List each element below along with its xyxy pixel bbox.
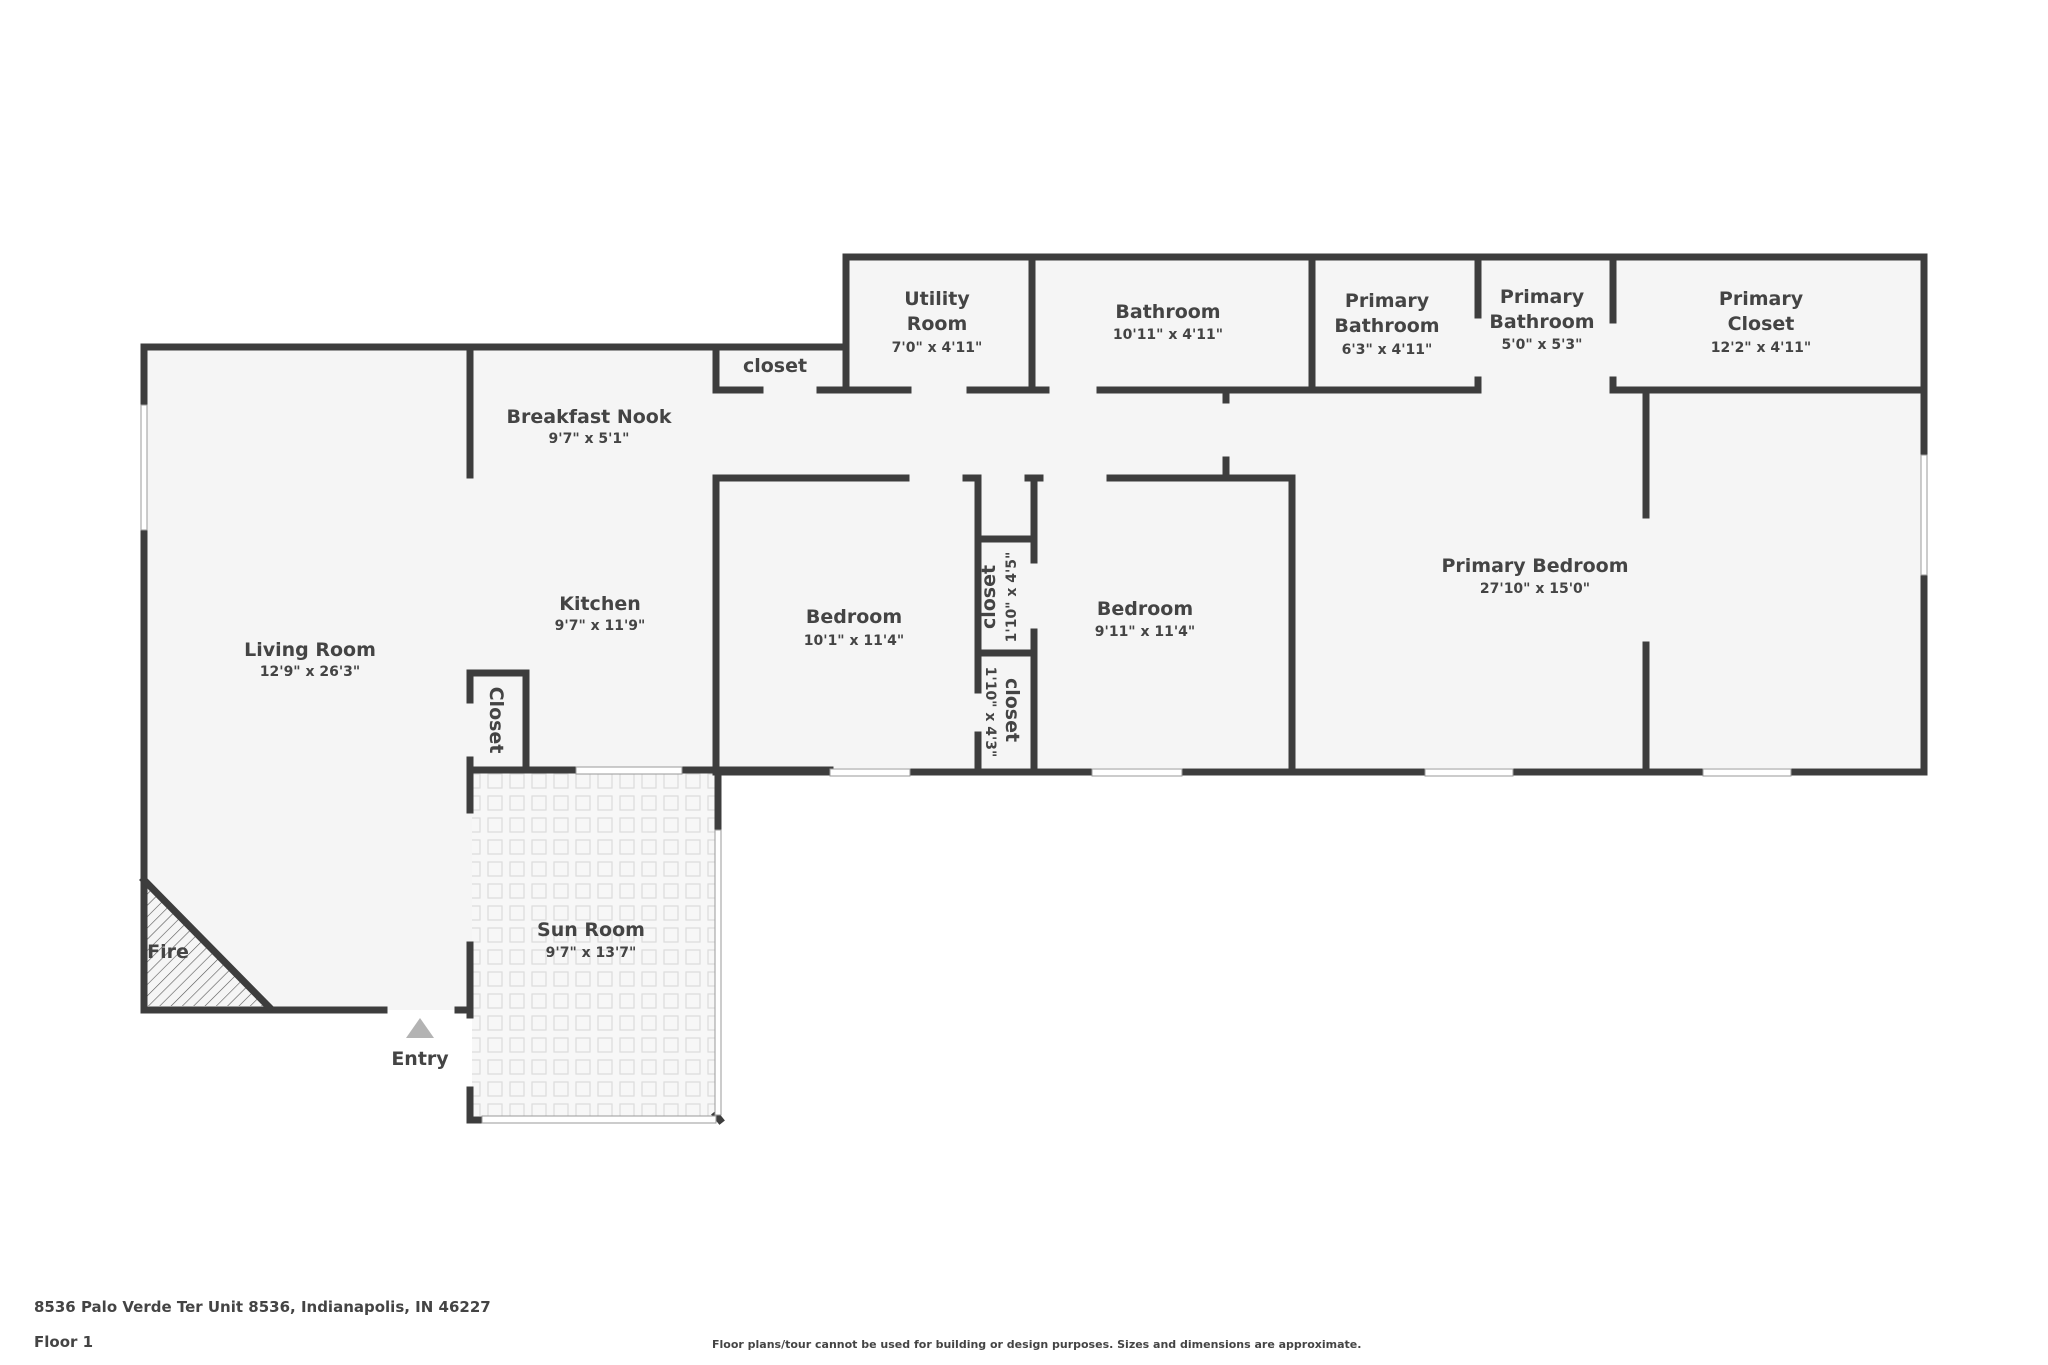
- closet-lower-dim: 1'10" x 4'3": [982, 667, 998, 758]
- bedroom-1-dim: 10'1" x 11'4": [804, 633, 904, 649]
- primary-bedroom-label: Primary Bedroom: [1441, 555, 1628, 577]
- window: [1091, 768, 1183, 777]
- utility-room-label-1: Utility: [904, 288, 970, 310]
- primary-bathroom-2-dim: 5'0" x 5'3": [1502, 337, 1583, 353]
- room-labels: Living Room 12'9" x 26'3" Breakfast Nook…: [147, 286, 1811, 1070]
- window: [1920, 454, 1928, 576]
- window: [140, 404, 148, 531]
- entry-label: Entry: [391, 1048, 449, 1070]
- kitchen-label: Kitchen: [559, 593, 641, 615]
- closet-upper-label: closet: [978, 565, 1000, 629]
- breakfast-nook-dim: 9'7" x 5'1": [549, 431, 630, 447]
- window: [714, 829, 722, 1116]
- primary-bathroom-1-label-1: Primary: [1345, 290, 1430, 312]
- fireplace-label: Fire: [147, 941, 189, 963]
- windows: [140, 404, 1928, 1124]
- window: [1424, 768, 1514, 777]
- primary-closet-dim: 12'2" x 4'11": [1711, 340, 1811, 356]
- top-closet-label: closet: [743, 355, 807, 377]
- primary-bathroom-1-dim: 6'3" x 4'11": [1342, 342, 1433, 358]
- bathroom-dim: 10'11" x 4'11": [1113, 327, 1223, 343]
- floor-label: Floor 1: [34, 1333, 94, 1351]
- sun-room-tile-floor: [472, 772, 716, 1116]
- utility-room-dim: 7'0" x 4'11": [892, 340, 983, 356]
- bedroom-1-label: Bedroom: [806, 606, 902, 628]
- floor-areas: [144, 258, 1924, 1116]
- breakfast-nook-label: Breakfast Nook: [507, 406, 672, 428]
- sun-room-label: Sun Room: [537, 919, 645, 941]
- kitchen-closet-label: Closet: [485, 687, 507, 754]
- living-room-label: Living Room: [244, 639, 376, 661]
- bathroom-label: Bathroom: [1115, 301, 1220, 323]
- primary-bathroom-1-label-2: Bathroom: [1334, 315, 1439, 337]
- primary-bedroom-dim: 27'10" x 15'0": [1480, 581, 1590, 597]
- closet-upper-dim: 1'10" x 4'5": [1004, 552, 1020, 643]
- window: [829, 768, 911, 777]
- primary-bathroom-2-label-1: Primary: [1500, 286, 1585, 308]
- window: [1702, 768, 1792, 777]
- window: [575, 766, 683, 775]
- primary-closet-label-1: Primary: [1719, 288, 1804, 310]
- bedroom-2-dim: 9'11" x 11'4": [1095, 624, 1195, 640]
- closet-lower-label: closet: [1001, 678, 1023, 742]
- living-room-dim: 12'9" x 26'3": [260, 664, 360, 680]
- entry-arrow-icon: [406, 1018, 434, 1038]
- utility-room-label-2: Room: [907, 313, 968, 335]
- primary-closet-label-2: Closet: [1728, 313, 1795, 335]
- property-address: 8536 Palo Verde Ter Unit 8536, Indianapo…: [34, 1298, 491, 1316]
- primary-bathroom-2-label-2: Bathroom: [1489, 311, 1594, 333]
- bedroom-2-label: Bedroom: [1097, 598, 1193, 620]
- kitchen-dim: 9'7" x 11'9": [555, 618, 646, 634]
- window: [481, 1115, 717, 1124]
- disclaimer: Floor plans/tour cannot be used for buil…: [712, 1338, 1362, 1351]
- sun-room-dim: 9'7" x 13'7": [546, 945, 637, 961]
